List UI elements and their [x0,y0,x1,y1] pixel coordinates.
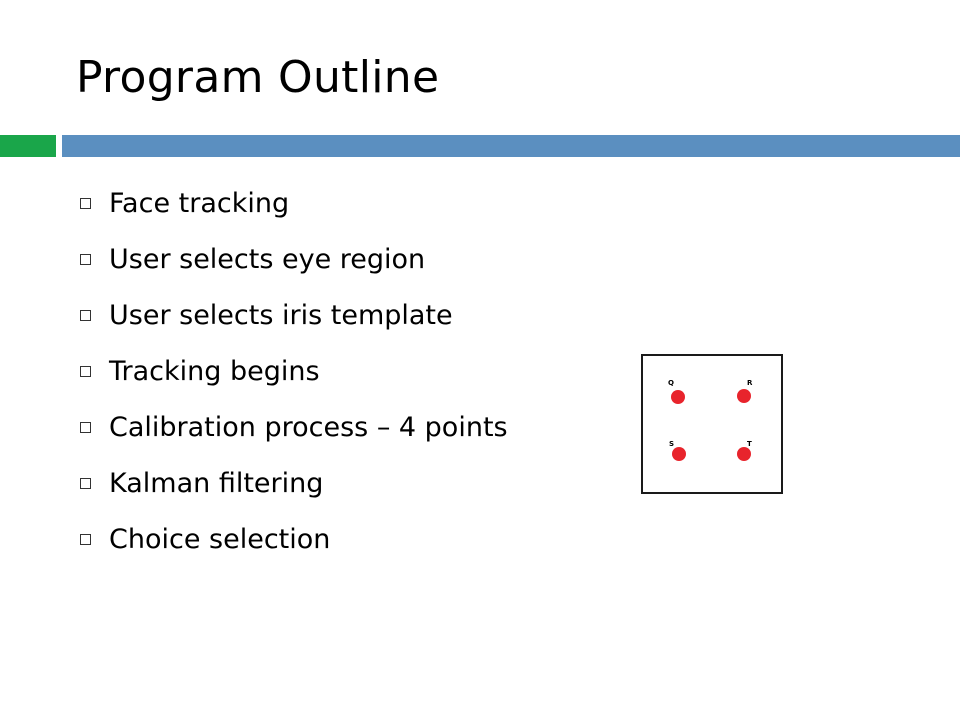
calibration-figure: Q R S T [641,354,783,494]
bullet-item: Face tracking [80,175,508,231]
bullet-item: Choice selection [80,511,508,567]
square-bullet-icon [80,309,91,321]
calibration-point-s [672,447,686,461]
calibration-point-label-s: S [669,440,675,448]
square-bullet-icon [80,477,91,489]
square-bullet-icon [80,197,91,209]
bullet-text: Kalman filtering [109,467,324,499]
calibration-point-label-r: R [747,379,753,387]
calibration-point-t [737,447,751,461]
bullet-text: Face tracking [109,187,290,219]
square-bullet-icon [80,253,91,265]
bullet-text: User selects iris template [109,299,453,331]
bullet-item: User selects eye region [80,231,508,287]
square-bullet-icon [80,365,91,377]
slide-title: Program Outline [76,52,440,103]
bullet-item: User selects iris template [80,287,508,343]
bullet-item: Tracking begins [80,343,508,399]
bullet-item: Kalman filtering [80,455,508,511]
title-accent-bar-green [0,135,56,157]
square-bullet-icon [80,421,91,433]
calibration-point-label-q: Q [668,379,674,387]
bullet-text: User selects eye region [109,243,426,275]
bullet-list: Face tracking User selects eye region Us… [80,175,508,567]
square-bullet-icon [80,533,91,545]
bullet-text: Tracking begins [109,355,320,387]
calibration-point-r [737,389,751,403]
calibration-point-q [671,390,685,404]
title-accent-bar-blue [62,135,960,157]
bullet-text: Calibration process – 4 points [109,411,508,443]
calibration-point-label-t: T [747,440,752,448]
bullet-item: Calibration process – 4 points [80,399,508,455]
bullet-text: Choice selection [109,523,331,555]
